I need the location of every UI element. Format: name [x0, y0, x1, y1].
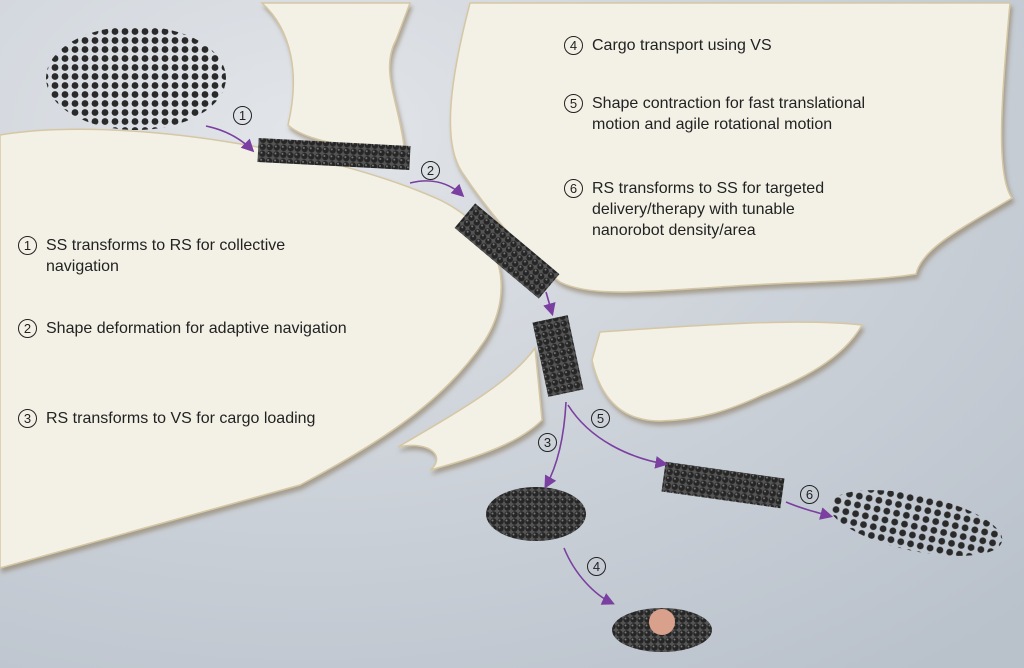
arrow-step-5 — [567, 404, 669, 469]
swarm-ribbon-rs-deformed — [454, 203, 560, 299]
cargo-particle — [649, 609, 675, 635]
step-label-3: 3 — [538, 433, 557, 452]
legend-item-1: 1 SS transforms to RS for collective nav… — [18, 235, 348, 277]
tissue-right-lower — [591, 321, 864, 422]
swarm-spread-ss — [46, 26, 226, 130]
step-label-6: 6 — [800, 485, 819, 504]
legend-text: Cargo transport using VS — [592, 37, 772, 54]
arrow-down — [543, 291, 556, 317]
nanorobot-swarms — [46, 26, 1003, 652]
step-label-4: 4 — [587, 557, 606, 576]
legend-item-4: 4 Cargo transport using VS — [564, 35, 894, 56]
arrow-step-2 — [409, 180, 465, 198]
swarm-contracted-rs — [661, 461, 785, 509]
legend-item-6: 6 RS transforms to SS for targeted deliv… — [564, 178, 864, 241]
legend-item-3: 3 RS transforms to VS for cargo loading — [18, 408, 348, 429]
step-label-2: 2 — [421, 161, 440, 180]
swarm-vortex-vs — [486, 487, 586, 541]
legend-text: RS transforms to VS for cargo loading — [46, 410, 316, 427]
legend-item-2: 2 Shape deformation for adaptive navigat… — [18, 318, 348, 339]
legend-number: 3 — [18, 409, 37, 428]
legend-number: 5 — [564, 94, 583, 113]
arrow-step-6 — [785, 501, 834, 520]
legend-number: 1 — [18, 236, 37, 255]
step-label-1: 1 — [233, 106, 252, 125]
legend-text: Shape contraction for fast translational… — [592, 95, 866, 133]
arrow-step-4 — [563, 547, 615, 605]
step-label-5: 5 — [591, 409, 610, 428]
tissue-top-right — [449, 2, 1014, 293]
swarm-ribbon-rs-2 — [532, 315, 584, 397]
arrow-step-3 — [544, 401, 567, 489]
legend-text: SS transforms to RS for collective navig… — [46, 237, 286, 275]
legend-number: 6 — [564, 179, 583, 198]
tissue-left-lower — [397, 345, 543, 471]
legend-item-5: 5 Shape contraction for fast translation… — [564, 93, 894, 135]
arrow-step-1 — [205, 125, 255, 153]
swarm-spread-ss-target — [829, 490, 1003, 556]
legend-number: 4 — [564, 36, 583, 55]
legend-text: RS transforms to SS for targeted deliver… — [592, 180, 825, 239]
swarm-ribbon-rs-1 — [257, 138, 411, 170]
legend-text: Shape deformation for adaptive navigatio… — [46, 320, 347, 337]
legend-number: 2 — [18, 319, 37, 338]
